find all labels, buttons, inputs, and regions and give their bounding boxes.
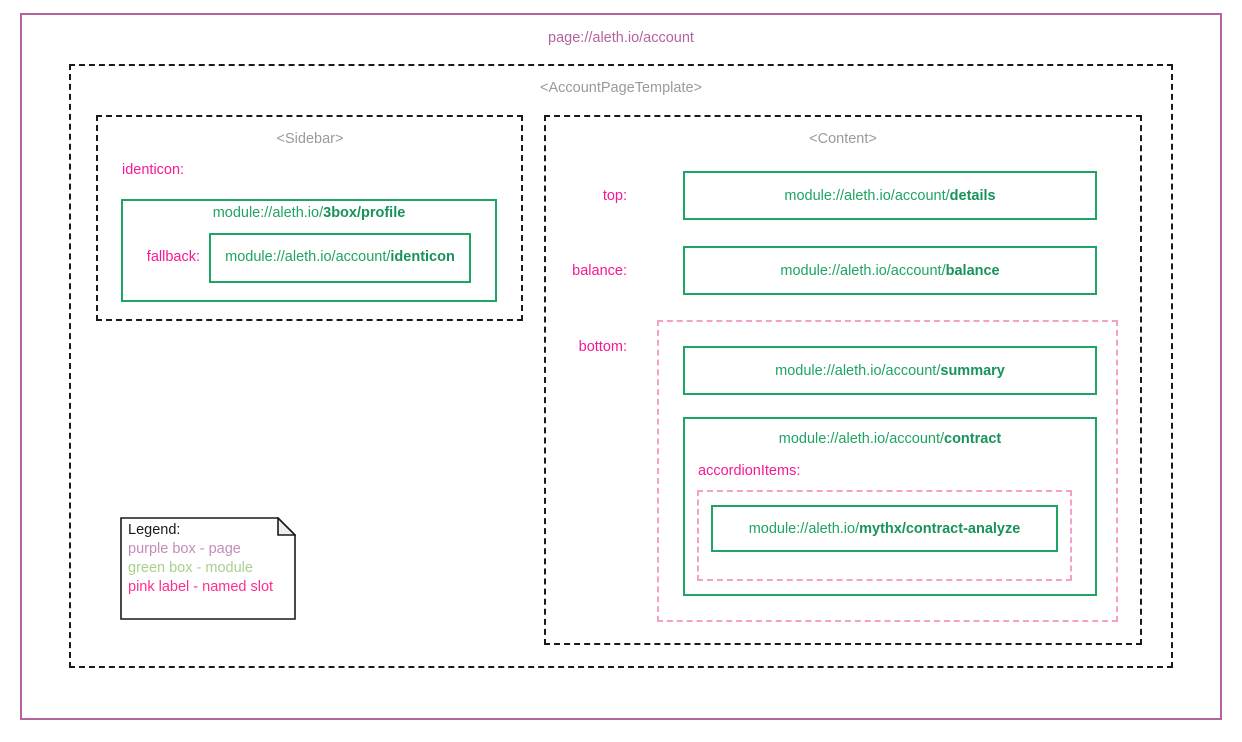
module-prefix: module://aleth.io/account/ bbox=[780, 263, 946, 279]
module-prefix: module://aleth.io/ bbox=[748, 521, 860, 537]
module-box-mythx-contract-analyze[interactable] bbox=[711, 505, 1058, 552]
module-label-account-balance: module://aleth.io/account/balance bbox=[683, 263, 1097, 279]
module-box-account-balance[interactable] bbox=[683, 246, 1097, 295]
legend-title: Legend: bbox=[128, 522, 181, 538]
slot-label-top: top: bbox=[602, 188, 627, 204]
module-box-account-identicon[interactable] bbox=[209, 233, 471, 283]
content-box bbox=[544, 115, 1142, 645]
module-name: balance bbox=[945, 263, 1000, 279]
module-name: 3box/profile bbox=[323, 205, 406, 221]
module-prefix: module://aleth.io/account/ bbox=[775, 363, 941, 379]
module-label-account-identicon: module://aleth.io/account/identicon bbox=[209, 249, 471, 265]
module-prefix: module://aleth.io/account/ bbox=[225, 249, 391, 265]
module-box-account-summary[interactable] bbox=[683, 346, 1097, 395]
module-prefix: module://aleth.io/account/ bbox=[778, 431, 945, 447]
module-box-account-details[interactable] bbox=[683, 171, 1097, 220]
module-label-account-contract: module://aleth.io/account/contract bbox=[683, 431, 1097, 447]
page-title: page://aleth.io/account bbox=[548, 30, 694, 46]
module-label-mythx-contract-analyze: module://aleth.io/mythx/contract-analyze bbox=[711, 521, 1058, 537]
account-page-template-title: <AccountPageTemplate> bbox=[539, 80, 703, 96]
account-page-template-box bbox=[69, 64, 1173, 668]
slot-label-bottom: bottom: bbox=[578, 339, 627, 355]
sidebar-box bbox=[96, 115, 523, 321]
slot-label-fallback: fallback: bbox=[146, 249, 200, 265]
legend-note: Legend: purple box - page green box - mo… bbox=[120, 517, 296, 620]
legend-item-page: purple box - page bbox=[128, 541, 241, 557]
slot-label-identicon: identicon: bbox=[122, 162, 185, 178]
module-label-3box-profile: module://aleth.io/3box/profile bbox=[131, 205, 487, 221]
module-name: contract bbox=[944, 431, 1002, 447]
module-prefix: module://aleth.io/account/ bbox=[784, 188, 950, 204]
legend-item-module: green box - module bbox=[128, 560, 253, 576]
module-prefix: module://aleth.io/ bbox=[212, 205, 324, 221]
legend-note-shape bbox=[120, 517, 296, 620]
module-name: details bbox=[949, 188, 996, 204]
module-label-account-summary: module://aleth.io/account/summary bbox=[683, 363, 1097, 379]
legend-item-slot: pink label - named slot bbox=[128, 579, 274, 595]
module-name: summary bbox=[940, 363, 1005, 379]
slot-label-balance: balance: bbox=[572, 263, 627, 279]
module-name: identicon bbox=[390, 249, 455, 265]
content-title: <Content> bbox=[809, 131, 877, 147]
sidebar-title: <Sidebar> bbox=[276, 131, 344, 147]
slot-container-bottom bbox=[657, 320, 1118, 622]
legend-text-block: Legend: purple box - page green box - mo… bbox=[128, 521, 273, 597]
module-name: mythx/contract-analyze bbox=[859, 521, 1021, 537]
module-label-account-details: module://aleth.io/account/details bbox=[683, 188, 1097, 204]
slot-label-accordion-items: accordionItems: bbox=[698, 463, 801, 479]
slot-container-accordion-items bbox=[697, 490, 1072, 581]
